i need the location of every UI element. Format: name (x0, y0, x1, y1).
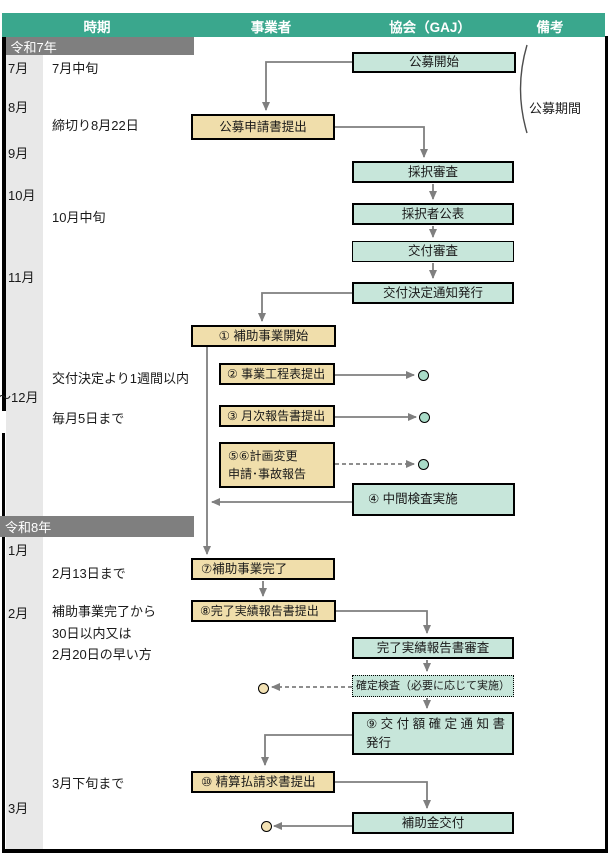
flow-box-hojo-kanryo: ⑦補助事業完了 (191, 558, 335, 580)
frame-border-left-bottom (2, 433, 5, 851)
month-label-jan: 1月 (8, 543, 29, 558)
flow-box-hojo-kaishi: ① 補助事業開始 (191, 325, 336, 347)
flow-box-kotei-hyo: ② 事業工程表提出 (219, 363, 335, 385)
month-label-jul: 7月 (8, 61, 29, 76)
flow-box-jisseki-teishutsu: ⑧完了実績報告書提出 (191, 600, 336, 622)
note-dec2: 毎月5日まで (52, 411, 125, 426)
flow-box-getsuji: ③ 月次報告書提出 (219, 405, 335, 427)
flow-box-kakutei-kensa: 確定検査（必要に応じて実施） (352, 675, 514, 697)
header-col-kyokai: 協会（GAJ） (389, 20, 471, 35)
note-feb1: 2月13日まで (52, 566, 126, 581)
milestone-circle-hojokin (260, 820, 272, 832)
header-bar (2, 13, 605, 37)
flow-box-hojokin-kofu: 補助金交付 (352, 812, 514, 834)
year-bar-reiwa8: 令和8年 (0, 516, 194, 537)
month-label-sep: 9月 (8, 146, 29, 161)
milestone-circle-getsuji (418, 411, 430, 423)
month-label-nov: 11月 (8, 270, 35, 285)
flow-box-kofu-kettei: 交付決定通知発行 (352, 282, 514, 304)
header-col-jiki: 時期 (83, 20, 111, 35)
header-col-jigyosha: 事業者 (250, 20, 292, 35)
frame-border-left-top (2, 13, 6, 411)
milestone-circle-kakutei (257, 682, 269, 694)
milestone-circle-keikaku (417, 458, 429, 470)
milestone-circle-kotei (417, 369, 429, 381)
note-feb2: 補助事業完了から 30日以内又は 2月20日の早い方 (52, 604, 157, 662)
note-mar: 3月下旬まで (52, 776, 125, 791)
kobo-kikan-brace (519, 44, 528, 134)
month-label-feb: 2月 (8, 606, 29, 621)
flow-box-seisan-seikyu: ⑩ 精算払請求書提出 (191, 771, 335, 793)
frame-border-bottom (2, 849, 608, 853)
note-aug: 締切り8月22日 (52, 118, 139, 133)
month-label-mar: 3月 (8, 801, 29, 816)
flow-box-kobo-shinsei: 公募申請書提出 (191, 114, 335, 140)
flow-box-saitaku-shinsa: 採択審査 (352, 161, 514, 183)
arrow-kobokaishi-to-shinsei (262, 61, 353, 111)
arrow-kofugaku-to-seisan (261, 734, 352, 766)
month-label-oct: 10月 (8, 188, 36, 203)
month-label-dec: ～12月 (0, 390, 39, 405)
arrow-seisan-to-hojokin (335, 781, 431, 809)
year-bar-reiwa7: 令和7年 (5, 37, 194, 55)
flow-box-jisseki-shinsa: 完了実績報告書審査 (352, 637, 514, 659)
flow-box-kofu-shinsa: 交付審査 (352, 241, 514, 262)
flow-box-kobo-kaishi: 公募開始 (352, 52, 516, 73)
remark-kobo-kikan: 公募期間 (529, 101, 582, 116)
month-column (5, 37, 43, 849)
header-col-biko: 備考 (536, 20, 564, 35)
note-jul: 7月中旬 (52, 61, 99, 76)
flow-box-saitakusha-kohyo: 採択者公表 (352, 203, 514, 225)
frame-border-right (604, 36, 608, 851)
flow-box-keikaku-henko: ⑤⑥計画変更 申請･事故報告 (219, 442, 335, 488)
note-oct: 10月中旬 (52, 210, 106, 225)
arrow-jisseki-to-shinsa (336, 610, 431, 634)
month-label-aug: 8月 (8, 100, 29, 115)
flow-box-chukan-kensa: ④ 中間検査実施 (352, 483, 515, 516)
flow-box-kofugaku-kakutei: ⑨ 交 付 額 確 定 通 知 書 発行 (352, 712, 514, 755)
note-dec1: 交付決定より1週間以内 (52, 371, 189, 386)
arrow-shinsei-to-saitaku (335, 126, 428, 158)
arrow-kettei-to-kaishi (258, 292, 352, 322)
